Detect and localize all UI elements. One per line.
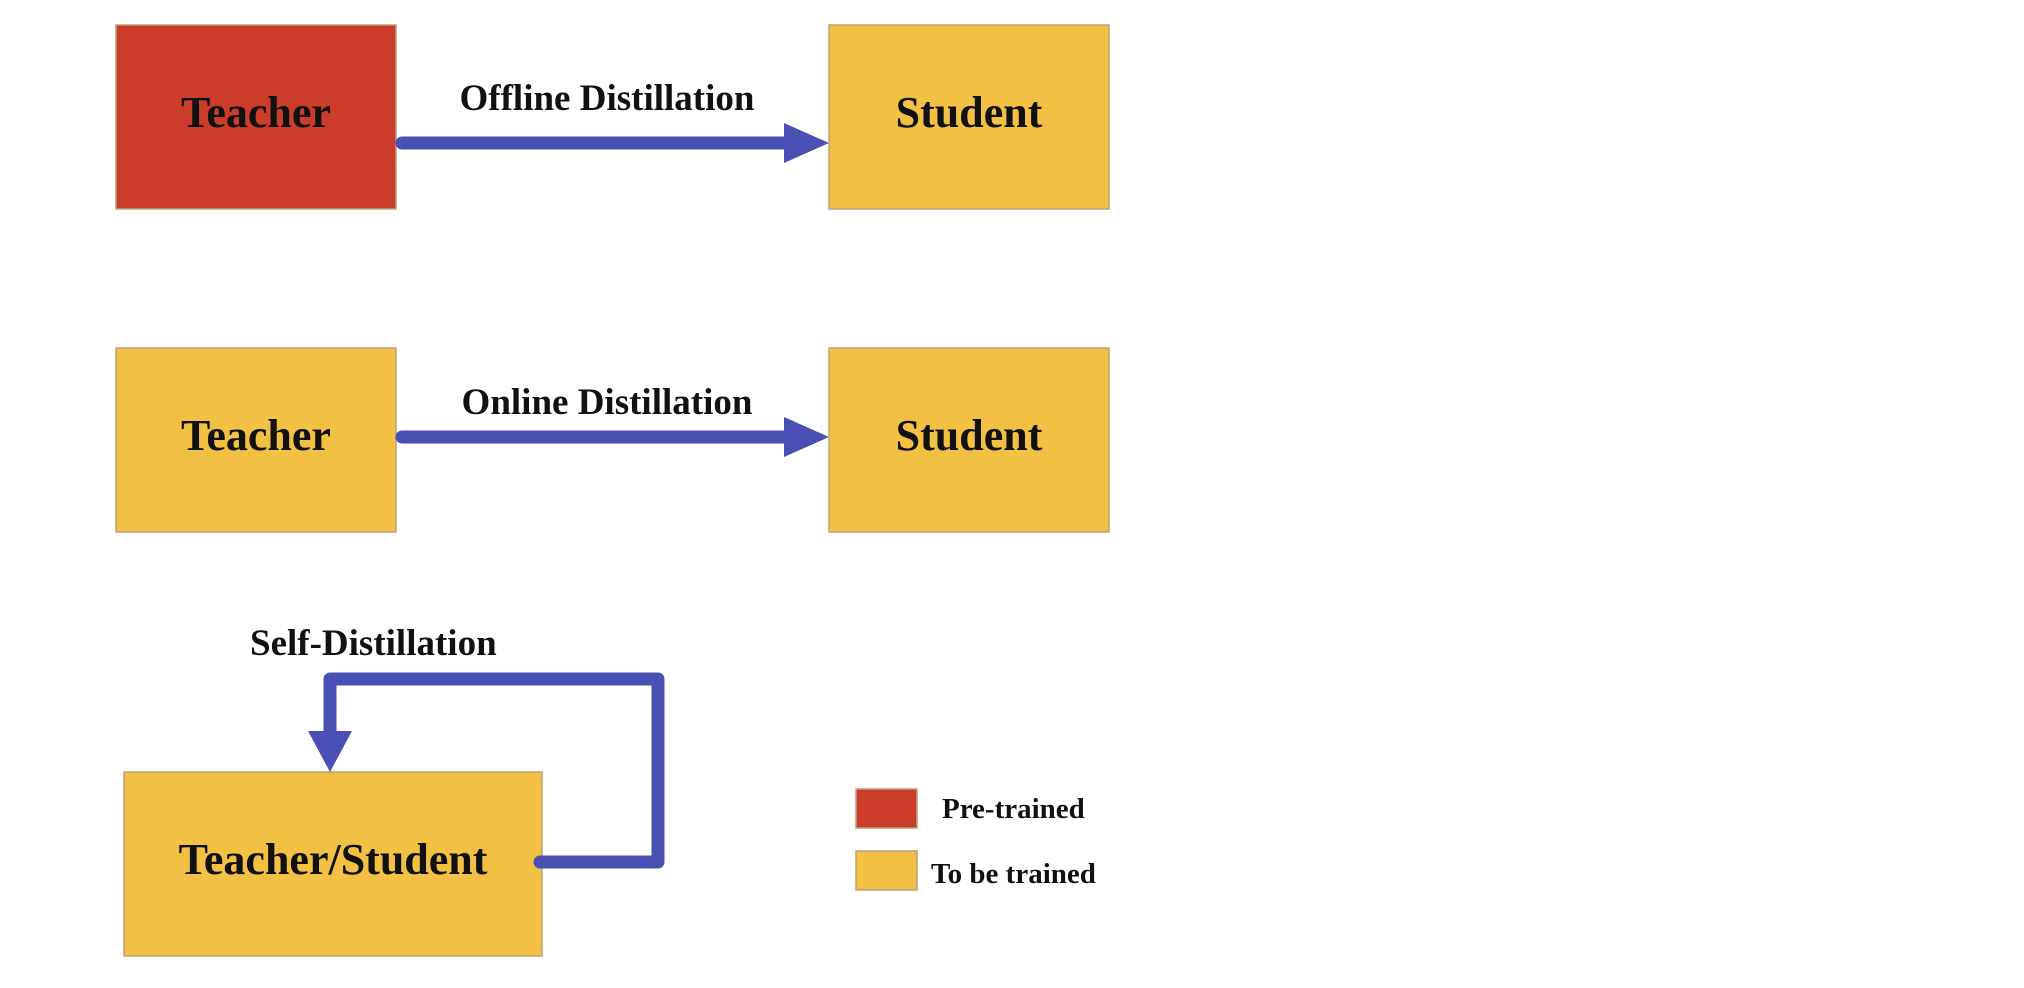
online-teacher-box: [115, 347, 397, 533]
legend-to-be-trained-swatch: [855, 850, 918, 891]
offline-row: Teacher Student Offline Distillation: [115, 24, 1110, 210]
offline-distillation-label: Offline Distillation: [460, 78, 755, 119]
online-distillation-arrowhead: [784, 417, 829, 457]
offline-distillation-arrowhead: [784, 123, 829, 163]
offline-teacher-label: Teacher: [181, 88, 331, 137]
online-row: Teacher Student Online Distillation: [115, 347, 1110, 533]
legend-to-be-trained-label: To be trained: [931, 858, 1096, 890]
self-row: Teacher/Student Self-Distillation: [123, 623, 665, 957]
legend-pretrained-swatch: [855, 788, 918, 829]
offline-student-label: Student: [896, 88, 1043, 137]
self-distillation-loop-path: [323, 672, 665, 869]
offline-student-box: [828, 24, 1110, 210]
legend-pretrained-label: Pre-trained: [942, 793, 1085, 825]
online-distillation-label: Online Distillation: [462, 382, 753, 423]
online-student-box: [828, 347, 1110, 533]
self-node-label: Teacher/Student: [179, 835, 488, 884]
online-student-label: Student: [896, 411, 1043, 460]
self-distillation-label: Self-Distillation: [250, 623, 497, 664]
self-distillation-arrowhead: [308, 731, 352, 772]
offline-teacher-box: [115, 24, 397, 210]
online-teacher-label: Teacher: [181, 411, 331, 460]
legend: Pre-trained To be trained: [855, 788, 1096, 891]
